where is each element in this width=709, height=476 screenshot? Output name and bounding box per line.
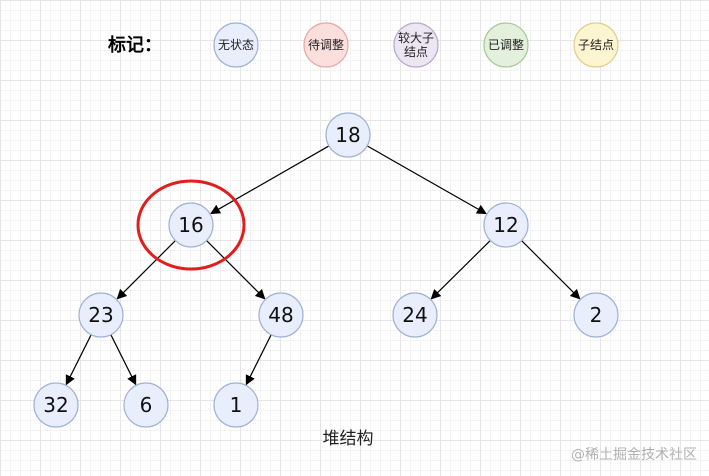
- highlight-ring: [136, 179, 246, 271]
- tree-node-value: 1: [230, 393, 243, 417]
- watermark-text: @稀土掘金技术社区: [571, 447, 697, 463]
- tree-node: 32: [33, 382, 79, 428]
- tree-node-value: 32: [43, 393, 68, 417]
- tree-node: 12: [483, 202, 529, 248]
- tree-edge: [245, 334, 272, 386]
- tree-node-value: 18: [335, 123, 360, 147]
- tree-node-circle: [258, 292, 304, 338]
- tree-edge: [430, 240, 491, 300]
- legend-item: 较大子结点: [393, 22, 439, 68]
- tree-node: 6: [123, 382, 169, 428]
- legend-label: 已调整: [488, 37, 524, 52]
- legend-label: 无状态: [218, 38, 254, 52]
- tree-node: 2: [573, 292, 619, 338]
- legend-swatch: [483, 22, 529, 68]
- tree-node-circle: [483, 202, 529, 248]
- tree-node: 18: [325, 112, 371, 158]
- tree-node-value: 2: [590, 303, 603, 327]
- tree-node-circle: [325, 112, 371, 158]
- tree-node-value: 12: [493, 213, 518, 237]
- tree-node-value: 24: [402, 303, 427, 327]
- tree-nodes: 18 16 12 23 48 24 2 32 6 1: [33, 112, 619, 428]
- legend-swatch: [303, 22, 349, 68]
- legend-item: 已调整: [483, 22, 529, 68]
- tree-node: 48: [258, 292, 304, 338]
- legend-item: 子结点: [573, 22, 619, 68]
- legend-swatch: [573, 22, 619, 68]
- highlight-layer: [136, 179, 246, 271]
- diagram-caption: 堆结构: [323, 429, 374, 449]
- tree-node-value: 16: [178, 213, 203, 237]
- tree-edges: [65, 145, 581, 386]
- legend-item: 无状态: [213, 22, 259, 68]
- tree-edge: [116, 240, 176, 300]
- tree-node-circle: [33, 382, 79, 428]
- tree-node: 24: [392, 292, 438, 338]
- legend-title: 标记：: [107, 34, 162, 56]
- tree-node-circle: [213, 382, 259, 428]
- legend: 无状态 待调整 较大子结点 已调整 子结点: [213, 22, 619, 68]
- legend-label: 较大子结点: [398, 30, 434, 59]
- tree-edge: [366, 145, 487, 215]
- tree-edge: [206, 240, 266, 300]
- tree-edge: [521, 240, 581, 300]
- tree-node-value: 6: [140, 393, 153, 417]
- tree-node: 1: [213, 382, 259, 428]
- tree-node-circle: [392, 292, 438, 338]
- tree-edge: [210, 145, 330, 215]
- legend-swatch: [213, 22, 259, 68]
- tree-node-value: 23: [88, 303, 113, 327]
- legend-swatch: [393, 22, 439, 68]
- tree-node-circle: [78, 292, 124, 338]
- legend-item: 待调整: [303, 22, 349, 68]
- tree-node-circle: [573, 292, 619, 338]
- tree-node: 16: [168, 202, 214, 248]
- tree-node-value: 48: [268, 303, 293, 327]
- legend-label: 待调整: [308, 37, 344, 52]
- tree-edge: [65, 334, 92, 386]
- tree-edge: [110, 334, 137, 386]
- legend-label: 子结点: [578, 38, 614, 52]
- tree-node: 23: [78, 292, 124, 338]
- tree-node-circle: [123, 382, 169, 428]
- tree-node-circle: [168, 202, 214, 248]
